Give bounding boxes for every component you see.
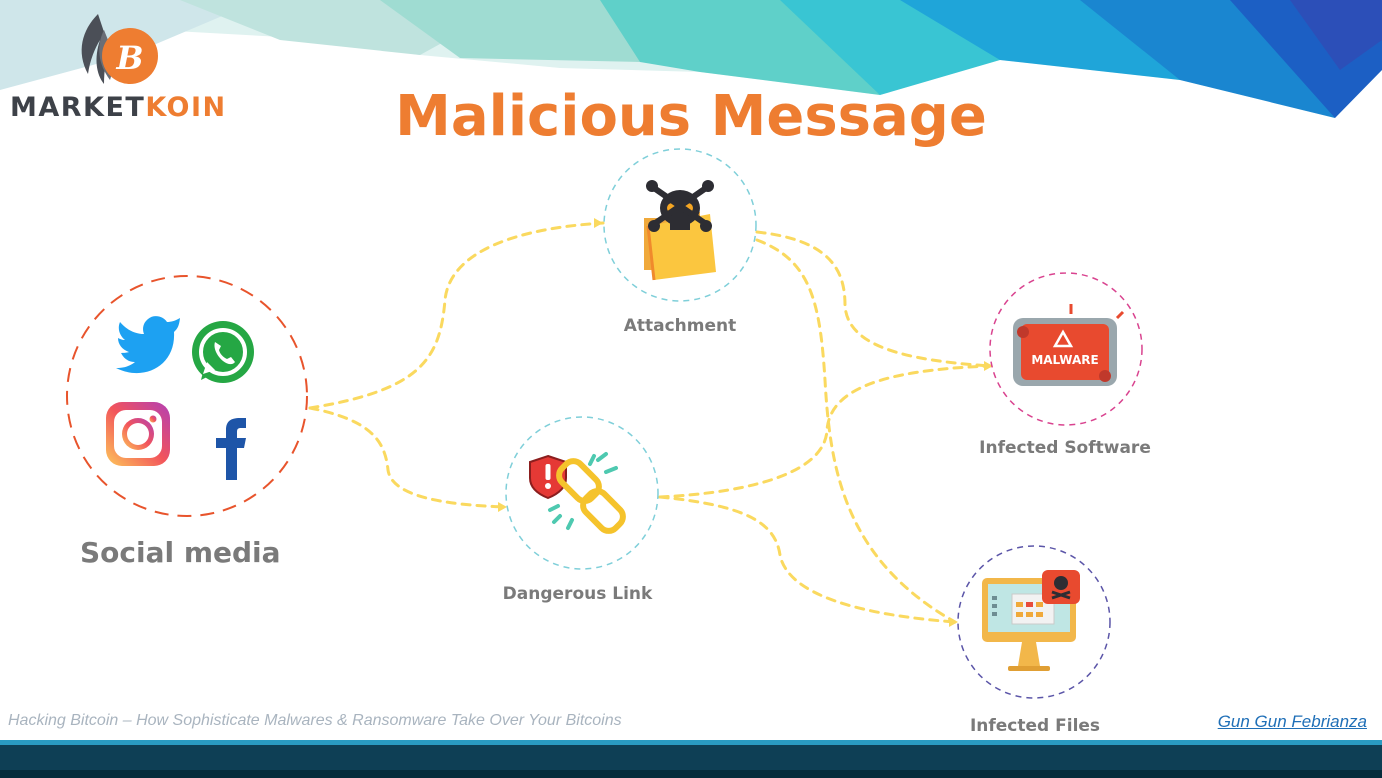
- connector-attachment-files: [755, 238, 957, 624]
- arrowhead-software: [984, 361, 993, 371]
- infected-software-label: Infected Software: [979, 438, 1151, 458]
- malware-tablet-icon: MALWARE: [1013, 304, 1125, 386]
- coin-letter: B: [115, 39, 143, 77]
- whatsapp-icon: [192, 321, 254, 383]
- footer-subtitle: Hacking Bitcoin – How Sophisticate Malwa…: [8, 712, 622, 729]
- attachment-label: Attachment: [623, 316, 737, 336]
- brand-name: MARKETKOIN: [10, 92, 227, 123]
- infected-files-ring: [957, 545, 1111, 699]
- infected-files-label: Infected Files: [969, 716, 1101, 736]
- brand-name-part2: KOIN: [145, 92, 227, 123]
- connector-link-software: [658, 364, 992, 499]
- author-link[interactable]: Gun Gun Febrianza: [1217, 712, 1367, 731]
- dangerous-link-ring: [505, 416, 659, 570]
- connector-link-files: [658, 495, 957, 624]
- broken-chain-shield-icon: [529, 452, 626, 534]
- malware-badge-text: MALWARE: [1031, 353, 1098, 367]
- infected-software-ring: [989, 272, 1143, 426]
- connectors: [308, 221, 992, 624]
- social-media-ring: [66, 275, 308, 517]
- arrowhead-attachment: [594, 218, 603, 228]
- brand-name-part1: MARKET: [10, 92, 146, 123]
- attachment-ring: [603, 148, 757, 302]
- instagram-icon: [106, 402, 170, 466]
- dangerous-link-label: Dangerous Link: [502, 584, 653, 604]
- brand-logo: B: [81, 14, 158, 84]
- arrowhead-files: [949, 617, 958, 627]
- social-media-label: Social media: [80, 536, 281, 569]
- header-banner: [0, 0, 1382, 118]
- facebook-icon: [216, 418, 246, 480]
- infected-monitor-icon: [982, 570, 1080, 671]
- connector-attachment-software: [755, 230, 992, 368]
- connector-social-attachment: [308, 221, 605, 410]
- footer-bar: [0, 740, 1382, 778]
- arrowhead-link: [498, 502, 507, 512]
- arrowheads: [498, 218, 993, 627]
- twitter-icon: [116, 316, 180, 374]
- page-title: Malicious Message: [395, 84, 987, 149]
- connector-social-link: [308, 406, 507, 509]
- skull-folder-icon: [644, 180, 716, 281]
